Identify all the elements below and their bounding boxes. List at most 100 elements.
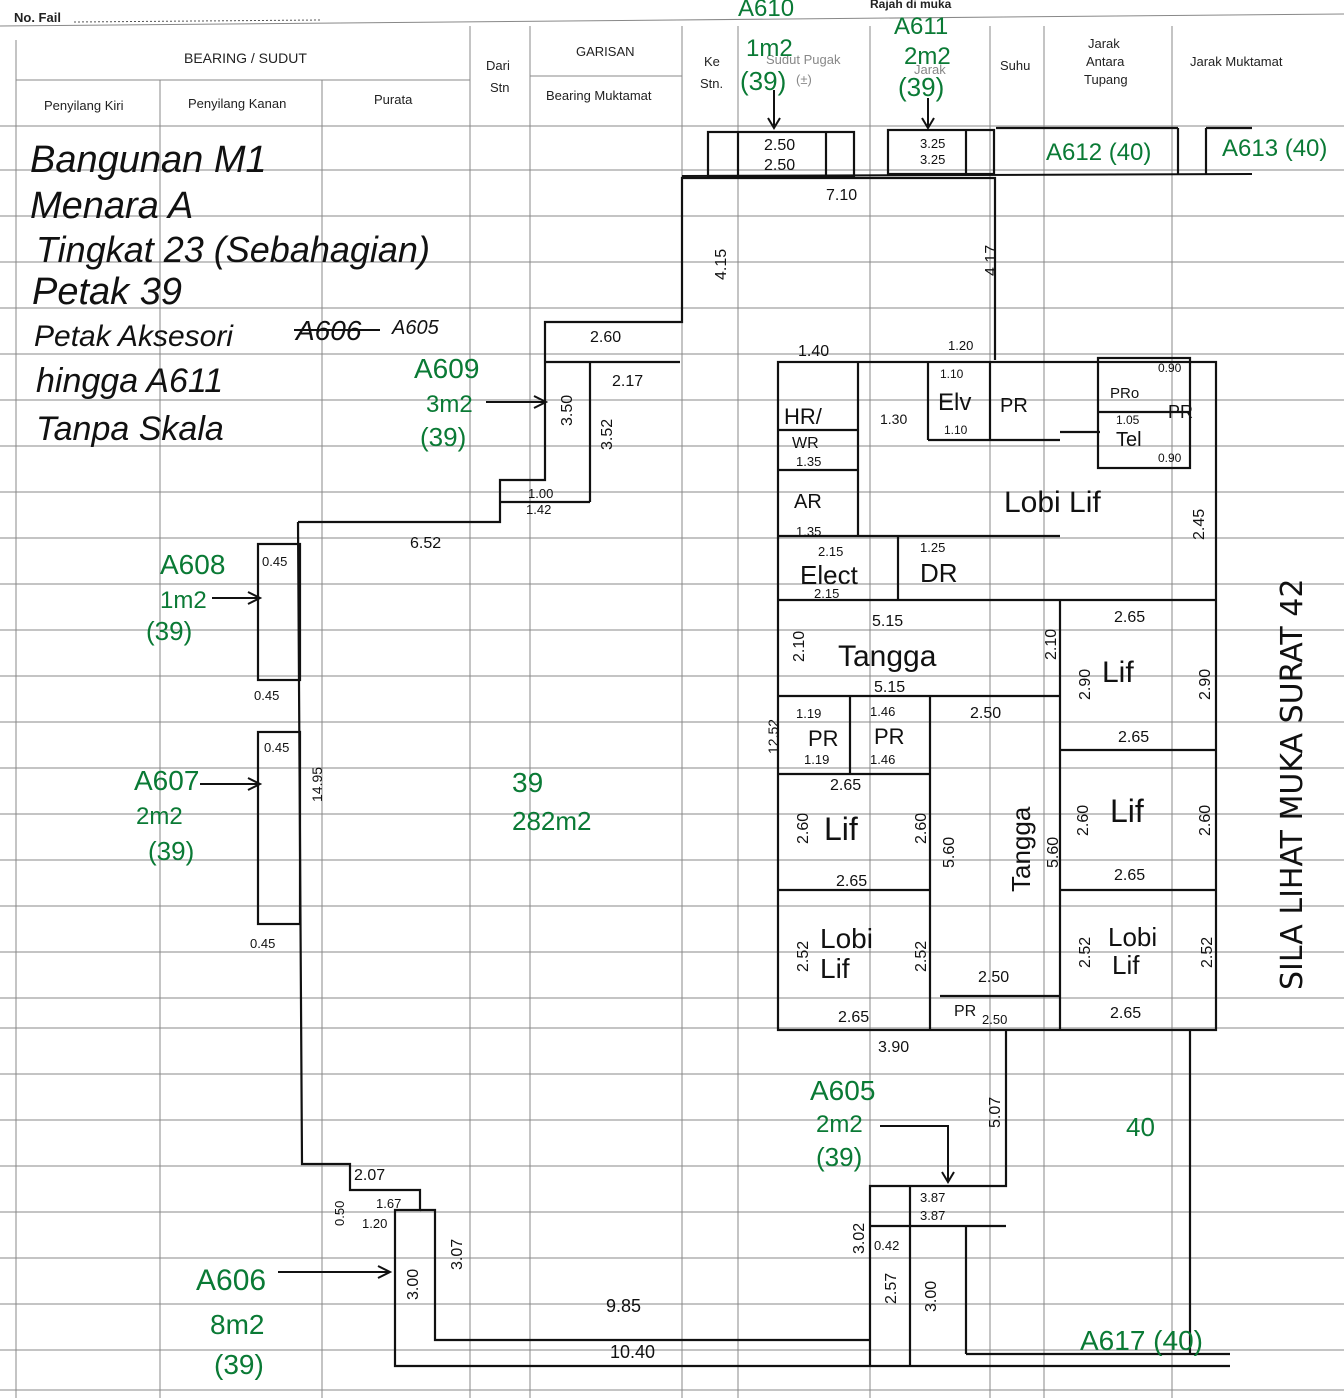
note-accessory-b: A605 [391,317,440,339]
dim: 1.25 [920,540,945,555]
parcel-a605-area: 2m2 [816,1111,863,1138]
dim: 2.65 [838,1009,869,1026]
jarak-header: Jarak [914,62,946,77]
dim: 2.45 [1191,509,1208,540]
parcel-a607-id: A607 [134,765,199,796]
dim: 5.60 [1045,837,1062,868]
note-no-scale: Tanpa Skala [36,410,224,448]
room-elv: Elv [938,389,971,416]
room-pr-1: PR [808,726,839,751]
dim: 2.52 [795,941,812,972]
note-lot: Petak 39 [32,271,182,313]
dim: 3.87 [920,1190,945,1205]
bearing-header: BEARING / SUDUT [184,50,307,66]
dim: 2.50 [970,705,1001,722]
dim: 2.65 [1114,867,1145,884]
side-note: SILA LIHAT MUKA SURAT 42 [1275,579,1310,990]
jarak-antara-header-2: Antara [1086,54,1125,69]
dim: 0.90 [1158,451,1182,465]
no-fail-label: No. Fail [14,10,61,25]
dim: 3.87 [920,1208,945,1223]
parcel-39-id: 39 [512,767,543,798]
parcel-a610-area: 1m2 [746,35,793,62]
dim: 2.50 [978,969,1009,986]
parcel-a612: A612 (40) [1046,139,1151,166]
dim: 3.00 [405,1269,422,1300]
dari-header-2: Stn [490,80,510,95]
room-labels: HR/ WR AR Elv PR PRo PR Tel Lobi Lif Ele… [784,385,1193,1020]
penyilang-kiri-header: Penyilang Kiri [44,98,124,113]
room-dr: DR [920,558,958,588]
dim: 6.52 [410,535,441,552]
box-a608 [256,542,302,682]
room-lif-5: Lif [1112,950,1140,980]
lot-39-outline-lower [296,521,1230,1368]
parcel-annotations: A610 1m2 (39) A611 2m2 (39) A612 (40) A6… [134,0,1327,1380]
dim: 1.19 [796,706,821,721]
dim: 1.19 [804,752,829,767]
dim: 0.90 [1158,361,1182,375]
parcel-40: 40 [1126,1112,1155,1142]
room-pr-3: PR [954,1003,976,1020]
dim: 5.15 [874,679,905,696]
dim: 1.00 [528,486,553,501]
dari-header-1: Dari [486,58,510,73]
dim: 2.60 [590,329,621,346]
parcel-a608-area: 1m2 [160,587,207,614]
ke-header-1: Ke [704,54,720,69]
dim: 1.46 [870,752,895,767]
dim: 3.25 [920,152,945,167]
dim: 2.65 [1114,609,1145,626]
dim: 2.52 [1199,937,1216,968]
room-lif-2: Lif [824,811,858,847]
room-lobi-2: Lobi [1108,922,1157,952]
box-a607 [256,730,302,926]
dim: 0.50 [332,1201,347,1226]
dim: 1.46 [870,704,895,719]
dim: 3.25 [920,136,945,151]
dim: 2.17 [612,373,643,390]
sudut-pugak-header: Sudut Pugak [766,52,841,67]
dim: 2.90 [1077,669,1094,700]
dim: 14.95 [309,767,325,802]
box-a611 [886,128,996,176]
suhu-header: Suhu [1000,58,1030,73]
parcel-a610-lot: (39) [740,66,786,96]
dim: 7.10 [826,187,857,204]
dim: 9.85 [606,1296,641,1316]
parcel-a607-lot: (39) [148,836,194,866]
arrows [200,90,955,1279]
dim: 12.52 [765,719,781,754]
dim: 0.42 [874,1238,899,1253]
parcel-a613: A613 (40) [1222,135,1327,162]
parcel-a609-id: A609 [414,353,479,384]
dim: 2.65 [836,873,867,890]
dim: 2.57 [883,1273,900,1304]
dim: 1.42 [526,502,551,517]
parcel-a605-lot: (39) [816,1142,862,1172]
dim: 1.67 [376,1196,401,1211]
room-lif-4: Lif [820,953,850,984]
lot-39-outline [298,176,997,524]
room-tangga-2: Tangga [1006,806,1036,892]
room-lobi-lif-top: Lobi Lif [1004,486,1101,519]
dim: 5.15 [872,613,903,630]
handwritten-notes: Bangunan M1 Menara A Tingkat 23 (Sebahag… [30,139,440,448]
dim: 0.45 [254,688,279,703]
room-lif-1: Lif [1102,656,1134,689]
parcel-a607-area: 2m2 [136,803,183,830]
dim: 3.07 [449,1239,466,1270]
rajah-label: Rajah di muka [870,0,952,11]
dim: 1.35 [796,524,821,539]
dim: 3.02 [851,1223,868,1254]
dim: 0.45 [262,554,287,569]
dim: 10.40 [610,1342,655,1362]
form-grid [0,13,1344,1398]
parcel-a609-area: 3m2 [426,391,473,418]
dim: 2.60 [1197,805,1214,836]
dim: 1.20 [362,1216,387,1231]
dim: 2.50 [764,157,795,174]
room-lif-3: Lif [1110,793,1144,829]
dim: 2.65 [1118,729,1149,746]
